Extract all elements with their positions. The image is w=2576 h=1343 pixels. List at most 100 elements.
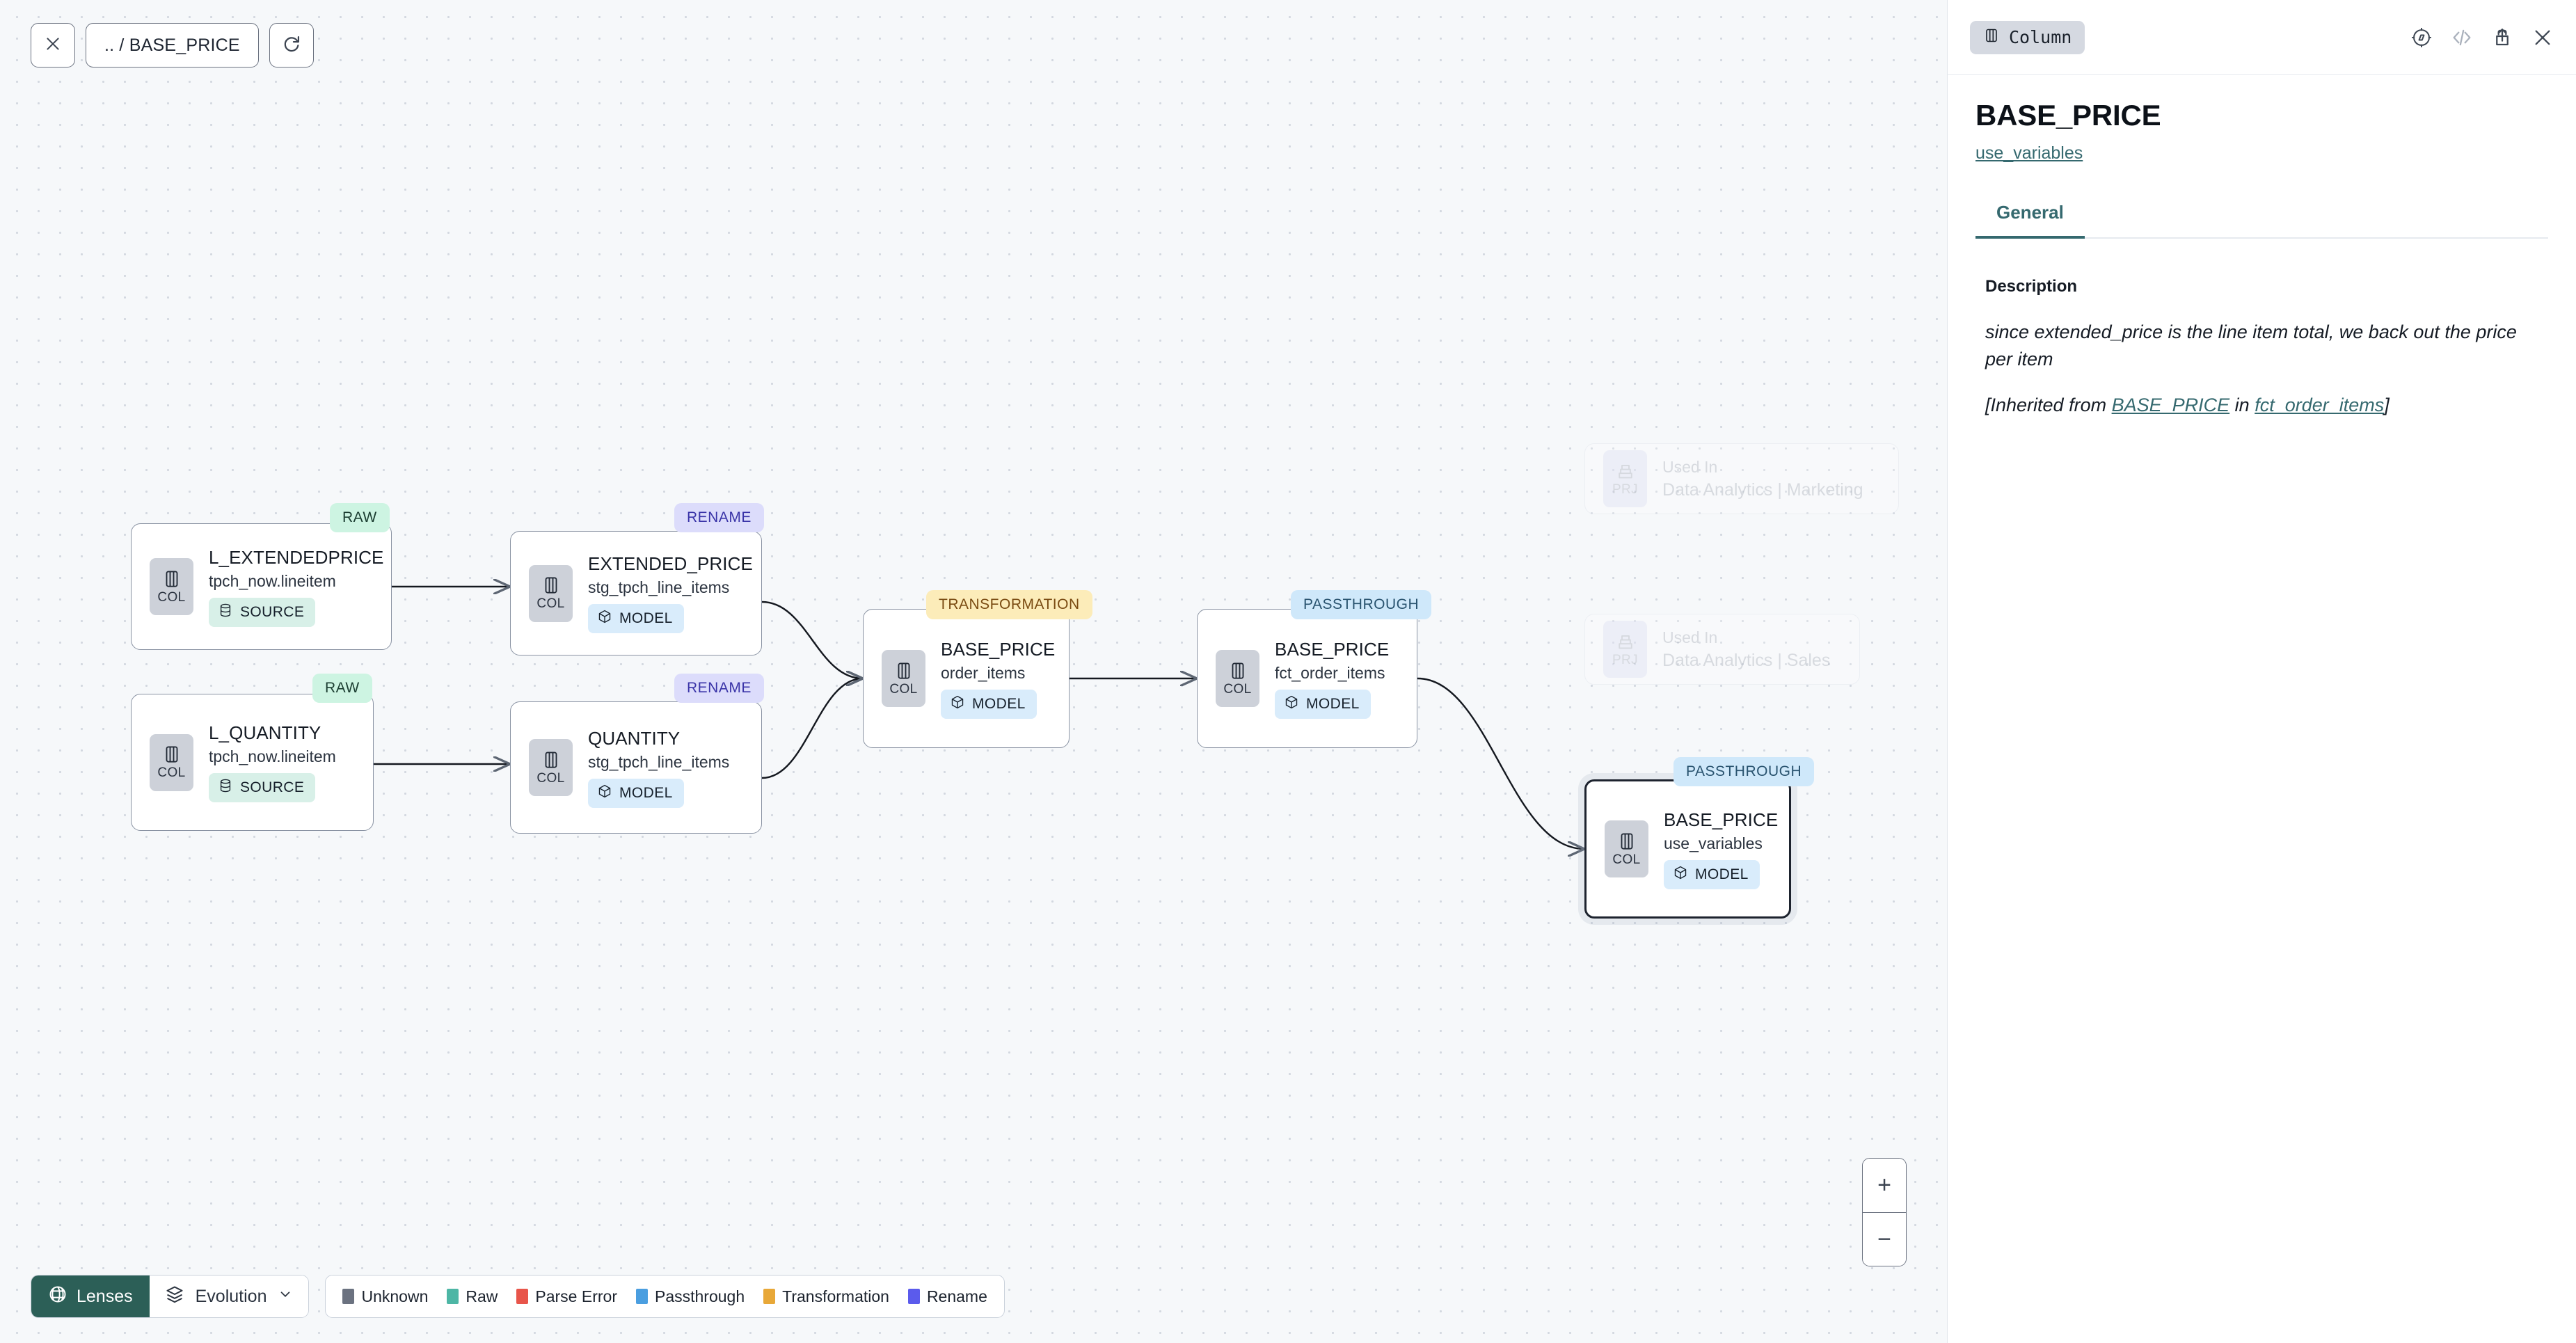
lineage-node-extended_price[interactable]: COL EXTENDED_PRICE stg_tpch_line_items M… xyxy=(510,531,762,655)
legend-label: Rename xyxy=(926,1287,987,1305)
code-icon[interactable] xyxy=(2451,26,2473,49)
cube-icon xyxy=(1673,865,1688,884)
details-panel-body: BASE_PRICE use_variables General Descrip… xyxy=(1948,75,2576,420)
lineage-node-l_quantity[interactable]: COL L_QUANTITY tpch_now.lineitem SOURCE xyxy=(131,694,374,831)
node-badge-trans: TRANSFORMATION xyxy=(926,590,1092,619)
lineage-node-order_items[interactable]: COL BASE_PRICE order_items MODEL xyxy=(863,609,1070,748)
node-title: BASE_PRICE xyxy=(1275,638,1390,660)
node-type-abbr: COL xyxy=(536,596,565,611)
node-title: EXTENDED_PRICE xyxy=(588,553,753,574)
node-type-abbr: COL xyxy=(1223,681,1252,697)
details-panel-header: Column xyxy=(1948,0,2576,75)
chevron-down-icon xyxy=(278,1287,293,1307)
column-icon xyxy=(1227,660,1248,681)
database-icon xyxy=(218,778,233,797)
zoom-controls: + − xyxy=(1862,1158,1907,1266)
inherited-note: [Inherited from BASE_PRICE in fct_order_… xyxy=(1985,392,2538,420)
node-subtitle: tpch_now.lineitem xyxy=(209,571,336,590)
legend-item[interactable]: Unknown xyxy=(342,1287,428,1306)
zoom-out-button[interactable]: − xyxy=(1863,1212,1906,1266)
node-badge-raw: RAW xyxy=(312,674,372,703)
legend-label: Passthrough xyxy=(654,1287,745,1305)
parent-model-link[interactable]: use_variables xyxy=(1975,143,2083,163)
description-label: Description xyxy=(1985,276,2078,296)
node-type-icon-column: COL xyxy=(150,733,193,791)
canvas-toolbar: .. / BASE_PRICE xyxy=(31,23,314,67)
node-type-abbr: COL xyxy=(536,770,565,786)
node-kind-chip: MODEL xyxy=(588,778,684,808)
node-title: BASE_PRICE xyxy=(941,638,1056,660)
node-type-icon-column: COL xyxy=(529,739,573,796)
node-type-icon-column: COL xyxy=(882,650,925,707)
canvas-bottom-toolbar: Lenses Evolution Unknown xyxy=(31,1275,1005,1318)
legend-label: Raw xyxy=(466,1287,498,1305)
description-body: since extended_price is the line item to… xyxy=(1985,321,2517,370)
share-icon[interactable] xyxy=(2491,26,2513,49)
node-kind-chip: SOURCE xyxy=(209,597,316,627)
legend-swatch xyxy=(516,1289,529,1304)
inherited-model-link[interactable]: fct_order_items xyxy=(2255,395,2385,416)
node-subtitle: stg_tpch_line_items xyxy=(588,752,730,771)
node-kind-chip: MODEL xyxy=(588,604,684,633)
legend-item[interactable]: Parse Error xyxy=(516,1287,617,1306)
aperture-icon xyxy=(48,1285,67,1309)
lineage-node-l_extendedprice[interactable]: COL L_EXTENDEDPRICE tpch_now.lineitem SO… xyxy=(131,523,392,650)
tab-general[interactable]: General xyxy=(1975,202,2085,239)
node-type-icon-project: PRJ xyxy=(1603,621,1647,678)
close-icon[interactable] xyxy=(2531,26,2554,49)
legend-label: Parse Error xyxy=(535,1287,617,1305)
refresh-icon xyxy=(282,34,301,57)
page-title: BASE_PRICE xyxy=(1975,99,2161,132)
zoom-in-button[interactable]: + xyxy=(1863,1159,1906,1212)
node-kind-label: MODEL xyxy=(619,784,673,801)
entity-type-badge: Column xyxy=(1970,20,2085,54)
node-subtitle: fct_order_items xyxy=(1275,663,1385,682)
close-icon xyxy=(44,35,62,56)
node-type-abbr: PRJ xyxy=(1612,652,1639,667)
node-kind-chip: SOURCE xyxy=(209,773,316,802)
used-in-project: Data Analytics | Sales xyxy=(1662,650,1831,670)
node-type-abbr: COL xyxy=(1612,852,1641,867)
compass-icon[interactable] xyxy=(2410,26,2433,49)
node-kind-label: MODEL xyxy=(1306,695,1360,712)
node-badge-ren: RENAME xyxy=(674,674,764,703)
legend-item[interactable]: Transformation xyxy=(763,1287,889,1306)
used-in-label: Used In xyxy=(1662,457,1718,476)
used-in-node-ghost-marketing[interactable]: PRJ Used In Data Analytics | Marketing xyxy=(1584,443,1899,514)
refresh-button[interactable] xyxy=(269,23,314,67)
node-kind-chip: MODEL xyxy=(941,689,1037,719)
lineage-node-use_variables[interactable]: COL BASE_PRICE use_variables MODEL xyxy=(1584,779,1791,919)
node-kind-chip: MODEL xyxy=(1664,859,1760,889)
node-subtitle: tpch_now.lineitem xyxy=(209,747,336,765)
details-panel: Column xyxy=(1947,0,2576,1343)
lineage-canvas[interactable]: .. / BASE_PRICE PRJ Used In Data Analyti… xyxy=(0,0,1947,1343)
legend-label: Transformation xyxy=(782,1287,889,1305)
node-type-icon-column: COL xyxy=(1605,820,1648,877)
legend-item[interactable]: Rename xyxy=(907,1287,987,1306)
used-in-node-ghost-sales[interactable]: PRJ Used In Data Analytics | Sales xyxy=(1584,614,1860,685)
lineage-node-quantity[interactable]: COL QUANTITY stg_tpch_line_items MODEL xyxy=(510,701,762,834)
project-icon xyxy=(1615,461,1636,482)
cube-icon xyxy=(597,609,612,628)
node-title: BASE_PRICE xyxy=(1664,809,1779,830)
description-text: since extended_price is the line item to… xyxy=(1985,319,2538,420)
legend-item[interactable]: Passthrough xyxy=(635,1287,745,1306)
inherited-column-link[interactable]: BASE_PRICE xyxy=(2111,395,2230,416)
node-kind-label: SOURCE xyxy=(240,779,305,795)
legend-item[interactable]: Raw xyxy=(447,1287,498,1306)
database-icon xyxy=(218,603,233,622)
evolution-dropdown[interactable]: Evolution xyxy=(149,1276,309,1317)
entity-type-label: Column xyxy=(2009,27,2072,47)
node-type-icon-column: COL xyxy=(1216,650,1259,707)
node-title: L_QUANTITY xyxy=(209,722,321,743)
cube-icon xyxy=(1284,694,1299,714)
breadcrumb[interactable]: .. / BASE_PRICE xyxy=(86,23,259,67)
legend-swatch xyxy=(763,1289,776,1304)
column-icon xyxy=(541,749,562,770)
close-graph-button[interactable] xyxy=(31,23,75,67)
lenses-button[interactable]: Lenses xyxy=(31,1276,150,1317)
lenses-group: Lenses Evolution xyxy=(31,1275,310,1318)
node-type-icon-column: COL xyxy=(529,564,573,622)
layers-icon xyxy=(165,1285,184,1309)
lineage-node-fct_order_items[interactable]: COL BASE_PRICE fct_order_items MODEL xyxy=(1197,609,1417,748)
